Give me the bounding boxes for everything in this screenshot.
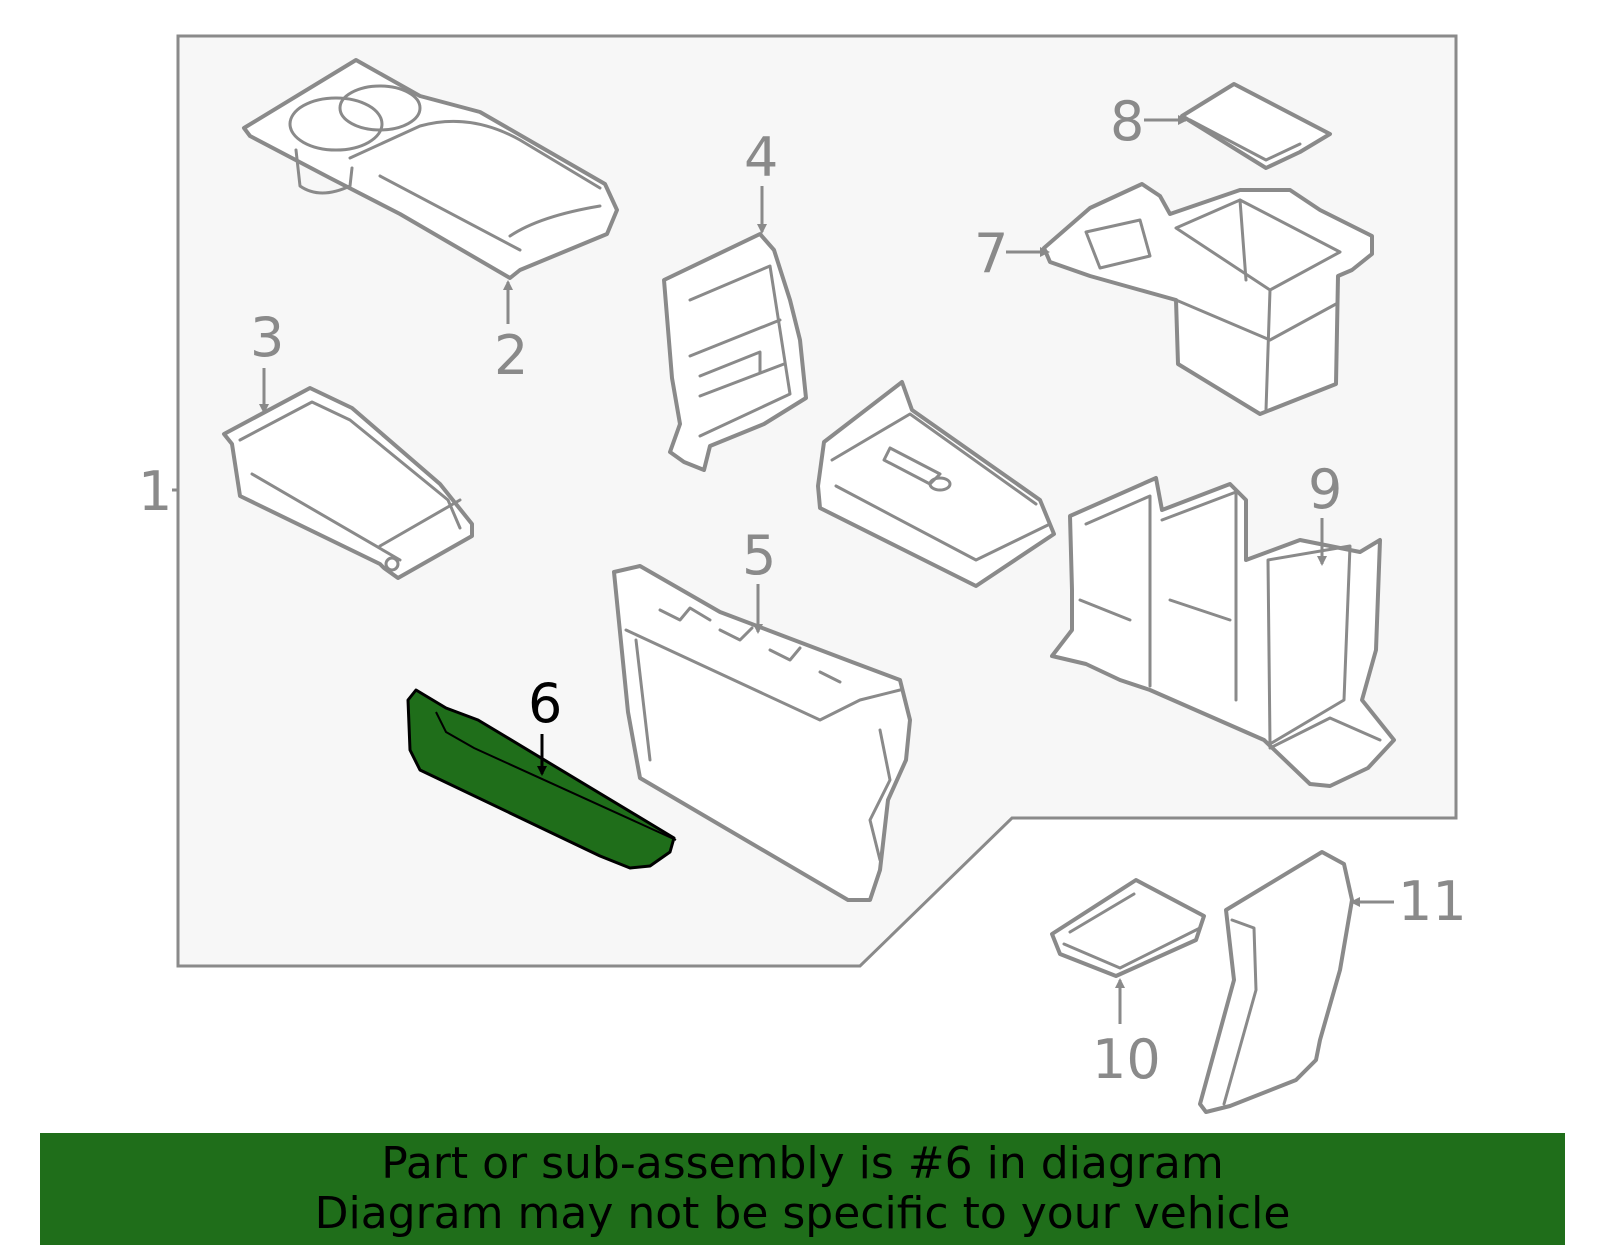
callout-4: 4 — [744, 126, 778, 189]
info-banner: Part or sub-assembly is #6 in diagram Di… — [40, 1133, 1565, 1245]
part-7-storage-bin[interactable] — [1042, 182, 1374, 416]
callout-1: 1 — [138, 460, 172, 523]
part-2-console-top-cover[interactable] — [242, 58, 619, 280]
callout-11: 11 — [1398, 870, 1467, 933]
callout-8: 8 — [1110, 90, 1144, 153]
banner-line-disclaimer: Diagram may not be specific to your vehi… — [314, 1188, 1291, 1239]
leader-lines — [172, 115, 1394, 1024]
callout-3: 3 — [250, 306, 284, 369]
banner-line-part: Part or sub-assembly is #6 in diagram — [381, 1138, 1224, 1189]
callout-7: 7 — [974, 222, 1008, 285]
callout-9: 9 — [1308, 458, 1342, 521]
part-5-front-panel[interactable] — [612, 564, 912, 902]
part-module-tray — [816, 380, 1056, 588]
part-9-support-frame[interactable] — [1050, 476, 1396, 788]
part-8-lid[interactable] — [1180, 82, 1332, 170]
part-10-pad[interactable] — [1050, 878, 1206, 978]
callout-2: 2 — [494, 324, 528, 387]
part-4-bracket[interactable] — [662, 232, 808, 472]
part-11-armrest-cover[interactable] — [1198, 850, 1354, 1114]
part-6-trim-panel[interactable] — [406, 688, 677, 870]
callout-6: 6 — [528, 672, 562, 735]
callout-5: 5 — [742, 524, 776, 587]
part-3-storage-tray[interactable] — [222, 386, 474, 580]
callout-10: 10 — [1092, 1028, 1161, 1091]
